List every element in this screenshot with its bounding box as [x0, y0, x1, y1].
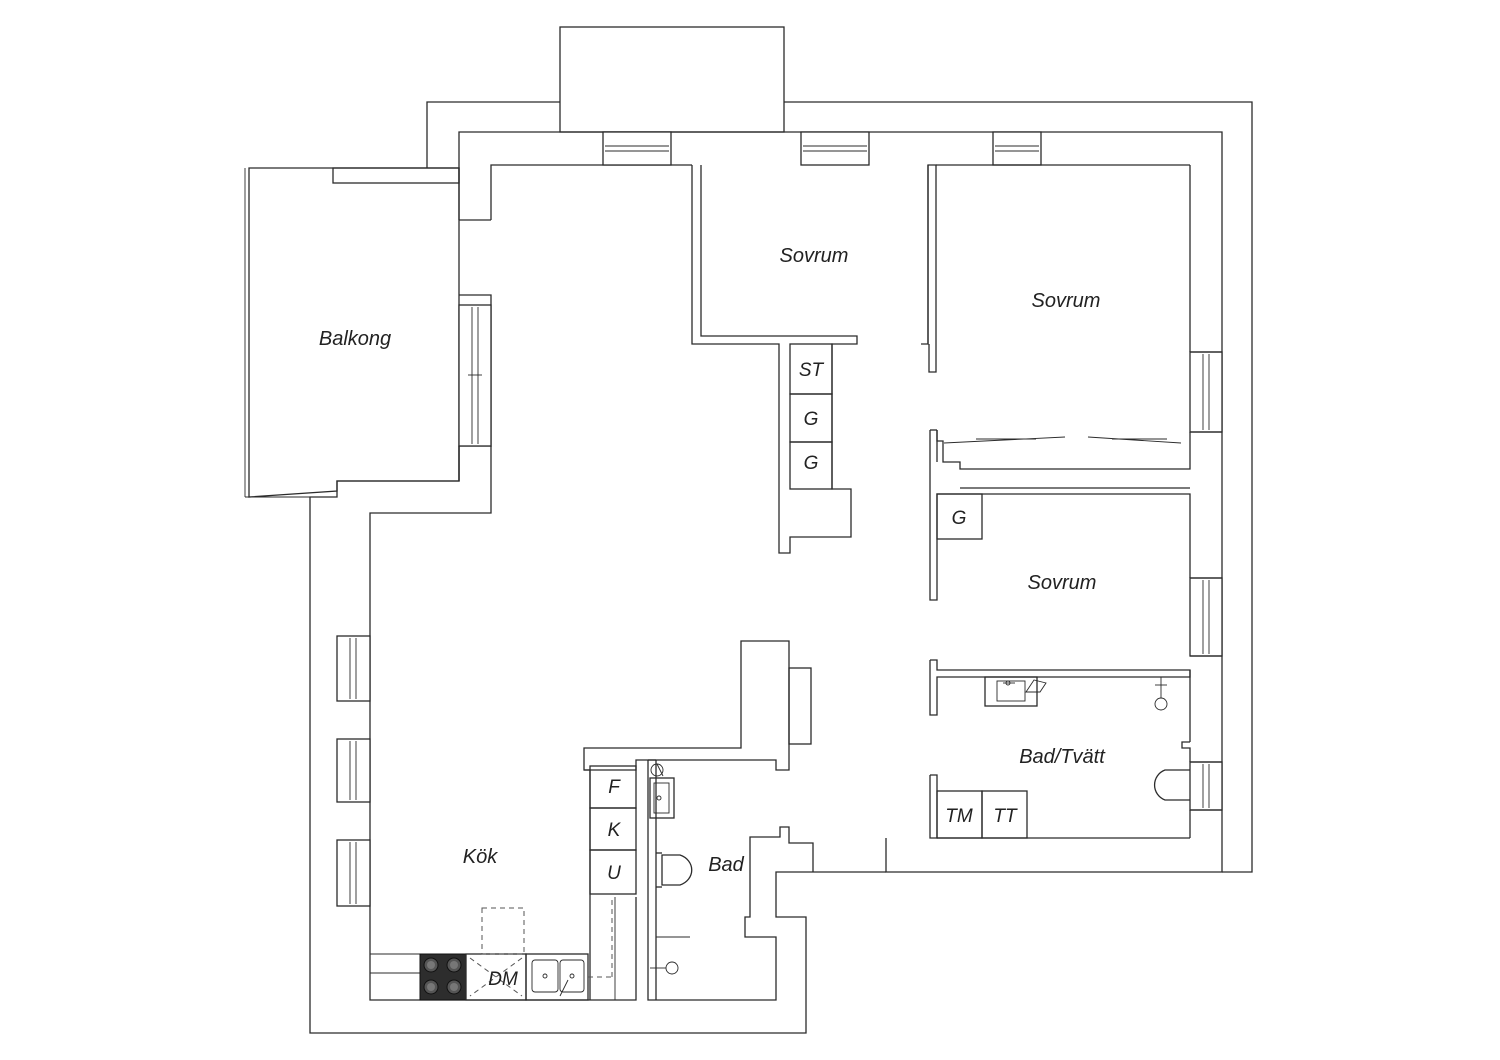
outer-walls	[309, 26, 1253, 1034]
label-tt: TT	[993, 806, 1018, 827]
kitchen-fixtures	[370, 765, 637, 1001]
stove-icon	[419, 953, 467, 1001]
label-u: U	[607, 863, 621, 884]
toilet-icon-2	[1153, 769, 1190, 801]
label-sovrum-2: Sovrum	[1032, 290, 1101, 312]
kitchen-sink-icon	[525, 953, 589, 1001]
label-g-1: G	[804, 409, 819, 430]
window-left-2	[336, 738, 371, 803]
fixture-labels: ST G G G F K U DM TM TT	[488, 360, 1018, 990]
label-sovrum-3: Sovrum	[1028, 572, 1097, 594]
shower-icon-2	[1154, 677, 1168, 711]
label-balkong: Balkong	[319, 328, 391, 350]
toilet-icon	[656, 852, 693, 888]
label-tm: TM	[945, 806, 973, 827]
label-st: ST	[799, 360, 825, 381]
closets	[789, 343, 983, 540]
label-f: F	[608, 777, 621, 798]
laundry-sink-icon	[984, 676, 1047, 707]
label-bad: Bad	[708, 854, 744, 876]
label-k: K	[608, 820, 622, 841]
shower-icon	[650, 961, 679, 975]
window-right-1	[1189, 351, 1223, 433]
label-g-2: G	[804, 453, 819, 474]
balcony	[244, 167, 460, 498]
window-top-2	[800, 131, 870, 166]
label-sovrum-1: Sovrum	[780, 245, 849, 267]
label-dm: DM	[488, 969, 518, 990]
room-labels: Balkong Sovrum Sovrum Sovrum Bad/Tvätt K…	[319, 245, 1106, 876]
window-top-3	[992, 131, 1042, 166]
bathroom-fixtures	[649, 763, 693, 975]
window-balcony	[458, 304, 492, 447]
bathroom-sink-icon	[649, 763, 675, 819]
label-kok: Kök	[463, 846, 498, 868]
laundry-fixtures	[936, 676, 1190, 839]
window-left-3	[336, 839, 371, 907]
label-g-3: G	[952, 508, 967, 529]
window-right-2	[1189, 577, 1223, 657]
windows	[336, 131, 1223, 907]
window-left-1	[336, 635, 371, 702]
interior-walls	[583, 164, 1222, 1001]
window-top-1	[602, 131, 672, 166]
label-bad-tvatt: Bad/Tvätt	[1019, 746, 1106, 768]
window-right-3	[1189, 761, 1223, 811]
